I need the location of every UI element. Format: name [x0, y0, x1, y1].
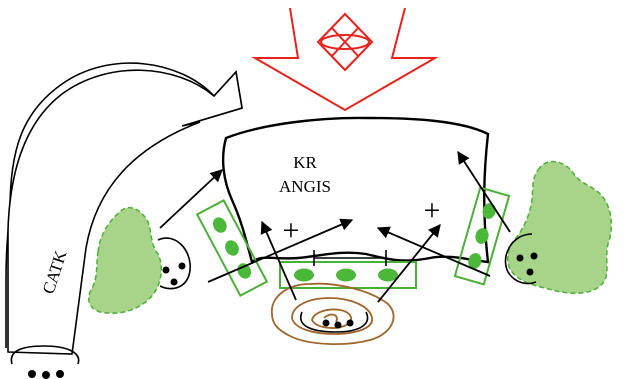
bottom-nucleus-icon [271, 282, 395, 345]
arrow-bottom-to-left-plus [260, 220, 297, 301]
right-cell-blob [506, 160, 613, 294]
center-label-top: KR [293, 153, 317, 172]
signal-arrows [159, 150, 511, 303]
center-label-bottom: ANGIS [279, 177, 331, 196]
right-granule-bar [453, 186, 511, 286]
arrow-left-lower-to-center [207, 218, 354, 283]
bottom-left-dots-icon [10, 345, 80, 379]
left-cell-blob [87, 206, 163, 314]
central-cell-body [221, 116, 490, 265]
catk-arrow-body [7, 69, 243, 355]
arrow-left-synapse-to-cell [159, 169, 223, 229]
left-synapse-icon [157, 237, 191, 290]
plus-right-sign: + [424, 194, 441, 227]
arrow-right-lower-to-center [376, 226, 491, 277]
arrow-bottom-to-right-plus [377, 224, 441, 303]
inhibition-bar [313, 250, 387, 266]
arrow-right-synapse-to-cell [457, 150, 511, 233]
right-synapse-icon [504, 233, 538, 285]
signal-funnel-icon [251, 7, 439, 112]
bottom-granule-bar [279, 261, 417, 289]
bottom-synapse-icon [299, 311, 369, 333]
plus-left-sign: + [283, 214, 300, 247]
